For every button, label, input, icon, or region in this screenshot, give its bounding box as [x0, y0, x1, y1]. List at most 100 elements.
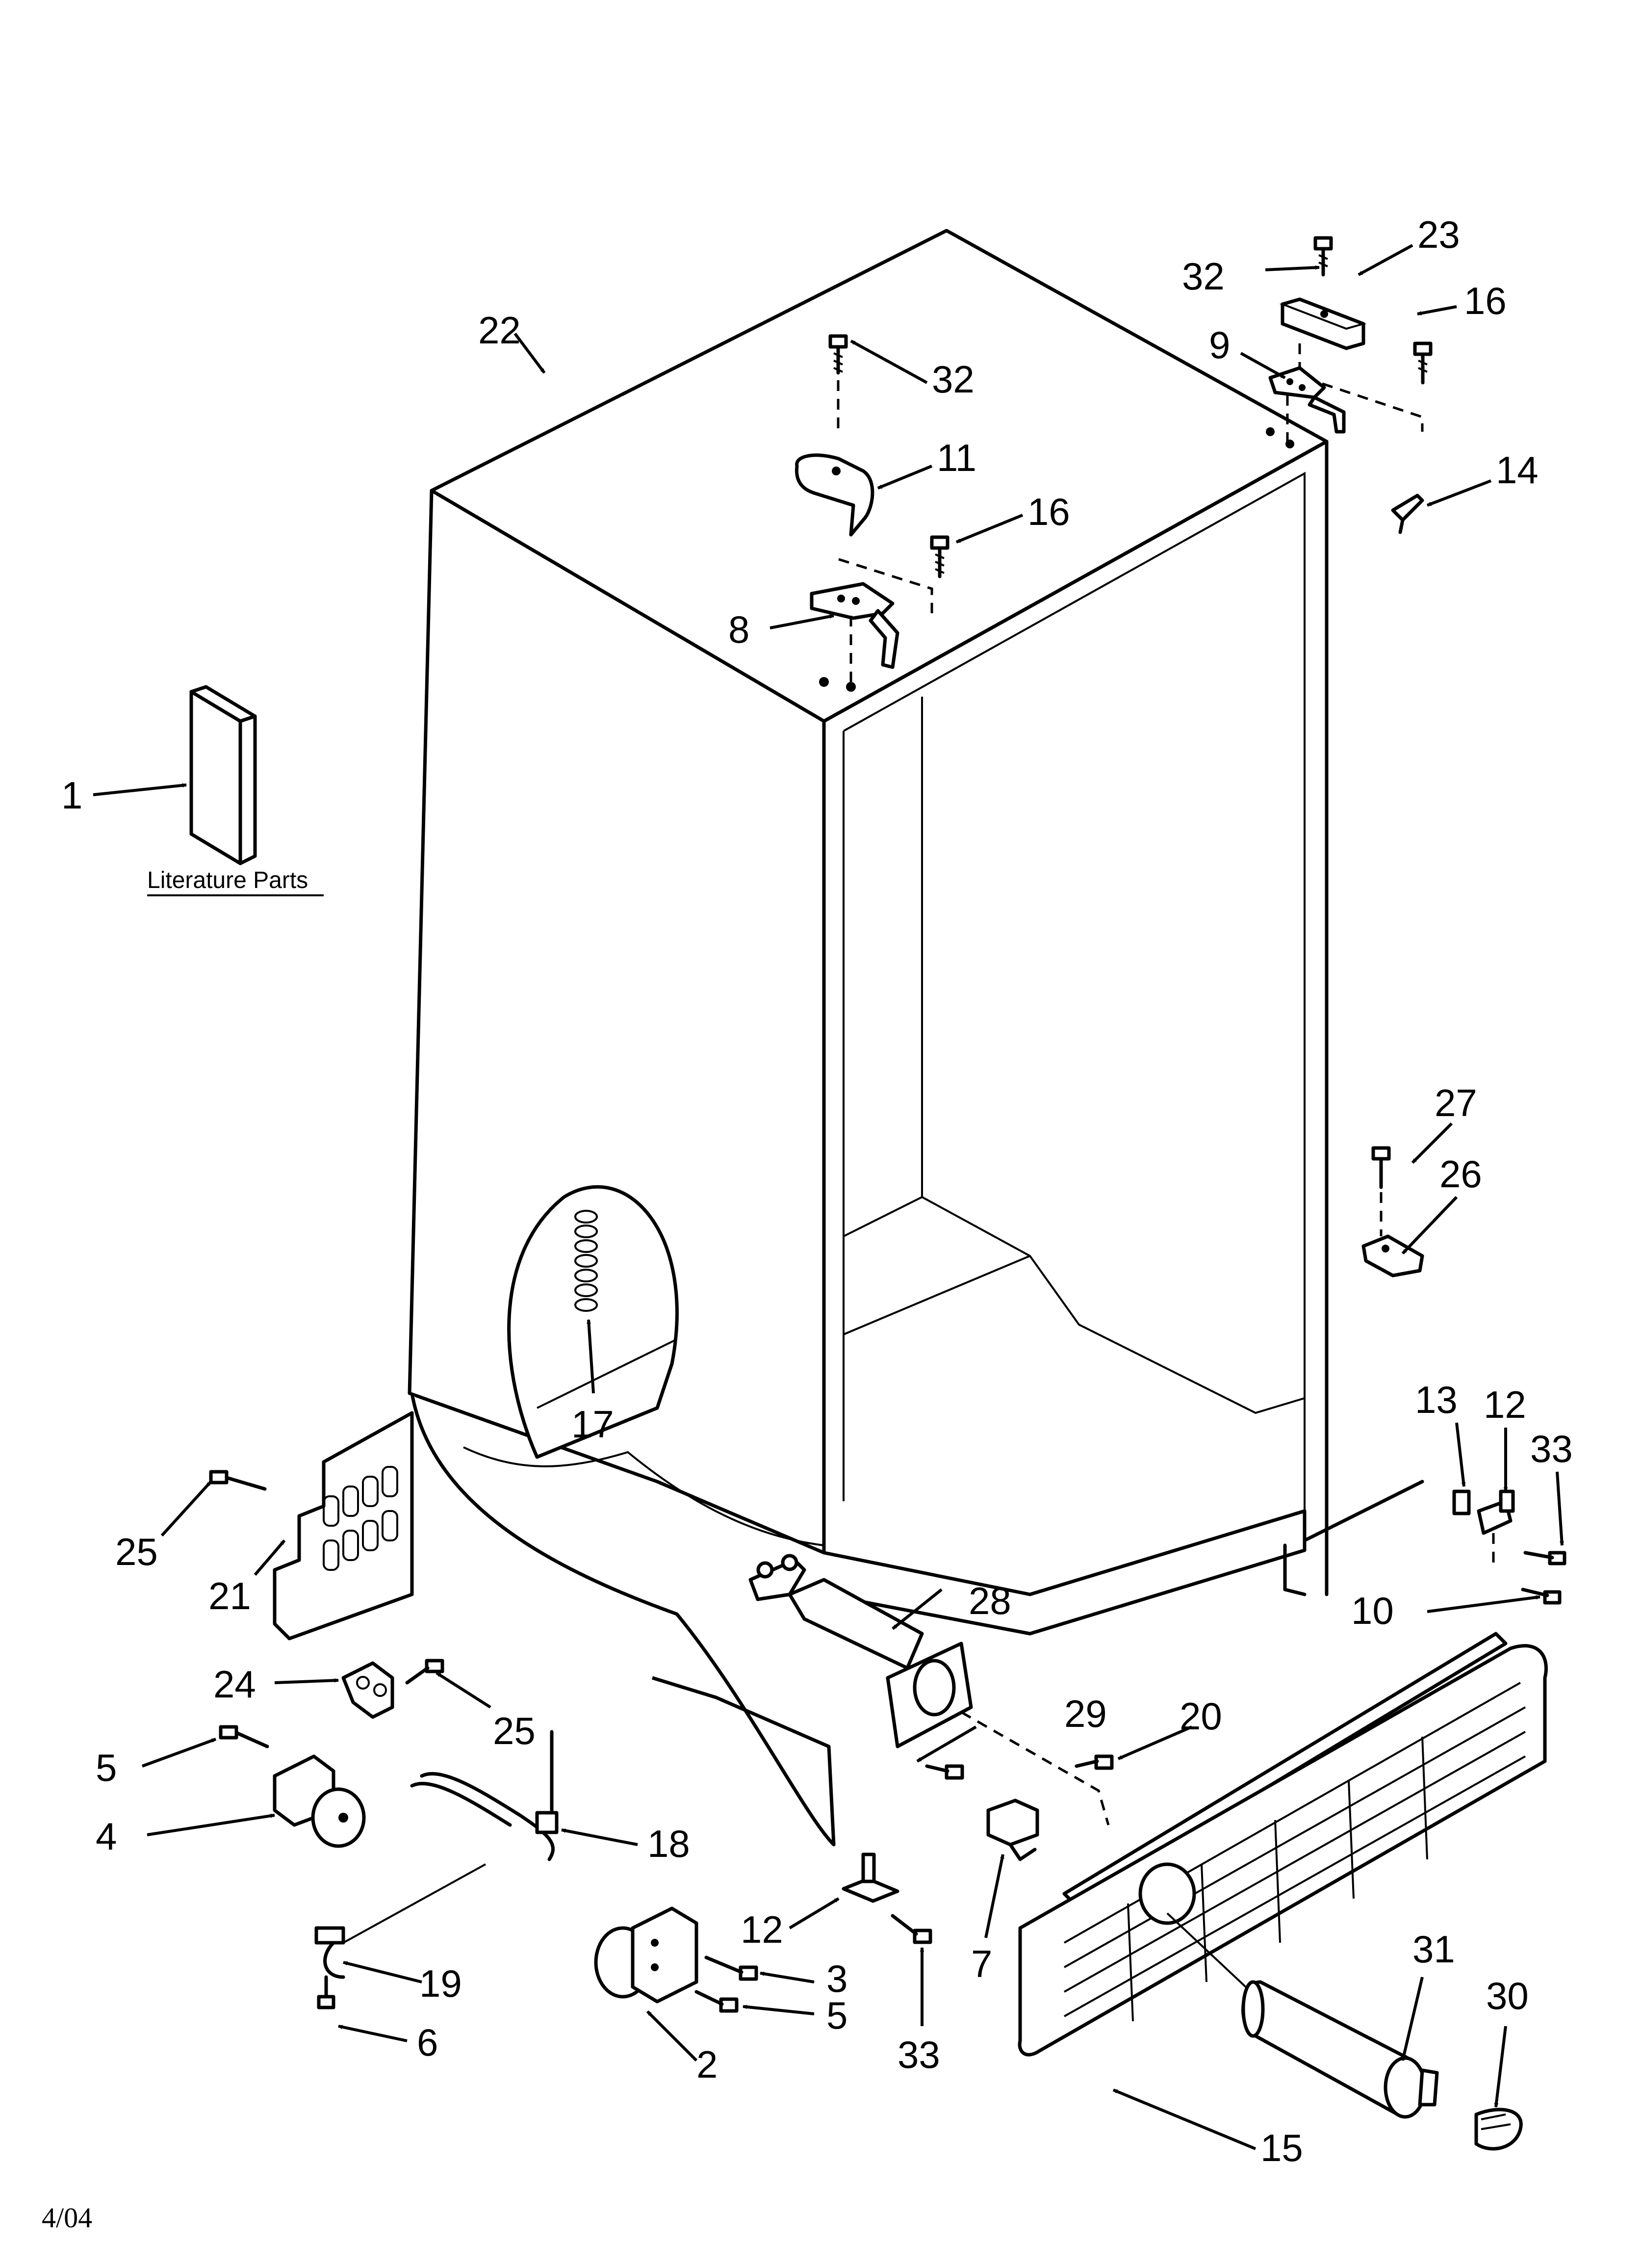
- cutaway-floor: [537, 1338, 677, 1409]
- part-14-plug: [1391, 494, 1424, 534]
- part-26-bracket: [1361, 1234, 1424, 1277]
- part-12-bracket-right: [1477, 1489, 1515, 1535]
- part-24-clip: [341, 1661, 394, 1719]
- part-27-screw: [1371, 1146, 1391, 1189]
- part-2-roller: [594, 1906, 698, 2004]
- cabinet-liner: [843, 697, 1305, 1414]
- hinge-hole: [819, 677, 829, 687]
- callout-28: 28: [969, 1579, 1011, 1622]
- callout-13: 13: [1415, 1378, 1458, 1421]
- guide-line-16-right: [1304, 376, 1424, 432]
- part-7-bracket: [986, 1799, 1039, 1861]
- callout-30: 30: [1486, 1974, 1529, 2017]
- part-19-clamp: [314, 1926, 345, 1979]
- part-20-screw: [1075, 1754, 1114, 1770]
- part-15-grille: [1018, 1632, 1548, 2057]
- cabinet-bottom-rail: [822, 1509, 1307, 1636]
- part-5-screw-right: [694, 1990, 739, 2013]
- callout-12: 12: [1484, 1383, 1526, 1426]
- guide-line-20: [960, 1711, 1110, 1825]
- part-5-screw-left: [219, 1725, 269, 1748]
- callout-16: 16: [1464, 279, 1507, 322]
- callout-7: 7: [971, 1942, 992, 1985]
- callout-25: 25: [115, 1530, 158, 1573]
- part-28-filter-housing: [748, 1554, 973, 1748]
- callout-16: 16: [1027, 490, 1070, 533]
- guide-line-16-left: [838, 558, 933, 613]
- part-13-shim: [1452, 1489, 1471, 1515]
- part-32-screw-left: [828, 334, 848, 375]
- callout-5: 5: [826, 1994, 847, 2037]
- cabinet-front-frame: [822, 440, 1329, 1596]
- callout-33: 33: [1530, 1427, 1573, 1470]
- part-17-coil: [574, 1210, 598, 1312]
- callout-25: 25: [493, 1709, 536, 1752]
- part-1-literature: [189, 685, 257, 865]
- hinge-hole: [1266, 427, 1275, 436]
- callout-32: 32: [1182, 255, 1225, 298]
- part-33-screw-center: [891, 1914, 932, 1944]
- callout-12: 12: [741, 1908, 783, 1951]
- cabinet-cutaway-edge: [463, 1446, 824, 1546]
- callout-2: 2: [696, 2043, 718, 2086]
- callout-22: 22: [478, 309, 521, 352]
- part-32-screw-right: [1313, 236, 1333, 277]
- callout-26: 26: [1439, 1152, 1482, 1196]
- cabinet-right-foot: [1283, 1480, 1424, 1596]
- part-18-tube: [410, 1772, 559, 1861]
- part-4-roller: [273, 1754, 366, 1848]
- part-10-screw: [1521, 1588, 1562, 1605]
- callout-9: 9: [1209, 323, 1230, 366]
- cabinet-base-cutaway: [410, 1393, 836, 1847]
- part-29-screw: [925, 1764, 964, 1780]
- callout-11: 11: [937, 436, 976, 479]
- part-3-screw: [704, 1955, 758, 1981]
- revision-date: 4/04: [42, 2202, 92, 2234]
- callout-19: 19: [419, 1962, 462, 2005]
- clamp-guide-line: [343, 1863, 486, 1944]
- callout-15: 15: [1260, 2126, 1303, 2169]
- callout-27: 27: [1435, 1081, 1477, 1124]
- part-12-bracket-center: [842, 1852, 899, 1903]
- callout-4: 4: [96, 1815, 117, 1858]
- part-23-hinge-cover: [1279, 297, 1367, 350]
- callout-8: 8: [728, 608, 749, 651]
- part-16-screw-right: [1413, 341, 1433, 385]
- part-30-cap: [1474, 2108, 1523, 2151]
- callout-arrows: [93, 244, 1564, 2150]
- part-21-vent-panel: [273, 1411, 414, 1641]
- callout-3: 3: [826, 1957, 847, 2000]
- callout-31: 31: [1412, 1928, 1455, 1971]
- callout-labels: 1 22 32 11 16 8 32 23 16 9 14 27 26 13 1…: [61, 213, 1573, 2169]
- callout-29: 29: [1064, 1692, 1107, 1735]
- callout-23: 23: [1417, 213, 1460, 256]
- callout-1: 1: [61, 774, 82, 817]
- part-31-filter: [1241, 1980, 1439, 2119]
- cabinet-frame-inner: [843, 471, 1306, 1526]
- part-8-hinge: [810, 582, 899, 669]
- callout-33: 33: [898, 2033, 940, 2076]
- literature-parts-label: Literature Parts: [147, 867, 308, 893]
- hinge-hole: [1285, 440, 1294, 448]
- callout-32: 32: [932, 358, 975, 401]
- hinge-hole: [846, 682, 856, 692]
- part-11-hinge-cover: [795, 453, 874, 537]
- callout-14: 14: [1496, 448, 1539, 492]
- part-25-screw-clip: [405, 1659, 444, 1685]
- callout-18: 18: [647, 1822, 690, 1865]
- callout-21: 21: [208, 1574, 251, 1617]
- callout-5: 5: [96, 1746, 117, 1789]
- cabinet-interior-cutaway: [507, 1185, 679, 1459]
- part-33-screw-right: [1523, 1551, 1566, 1565]
- part-25-screw-left: [209, 1470, 267, 1491]
- callout-17: 17: [571, 1403, 614, 1446]
- callout-20: 20: [1180, 1694, 1222, 1738]
- callout-6: 6: [417, 2021, 438, 2064]
- part-6-screw: [317, 1975, 335, 2009]
- cabinet: [408, 229, 1424, 1847]
- callout-10: 10: [1351, 1589, 1394, 1632]
- callout-24: 24: [213, 1663, 256, 1706]
- filter-guide-line: [1166, 1912, 1247, 1988]
- part-16-screw-left: [930, 535, 949, 578]
